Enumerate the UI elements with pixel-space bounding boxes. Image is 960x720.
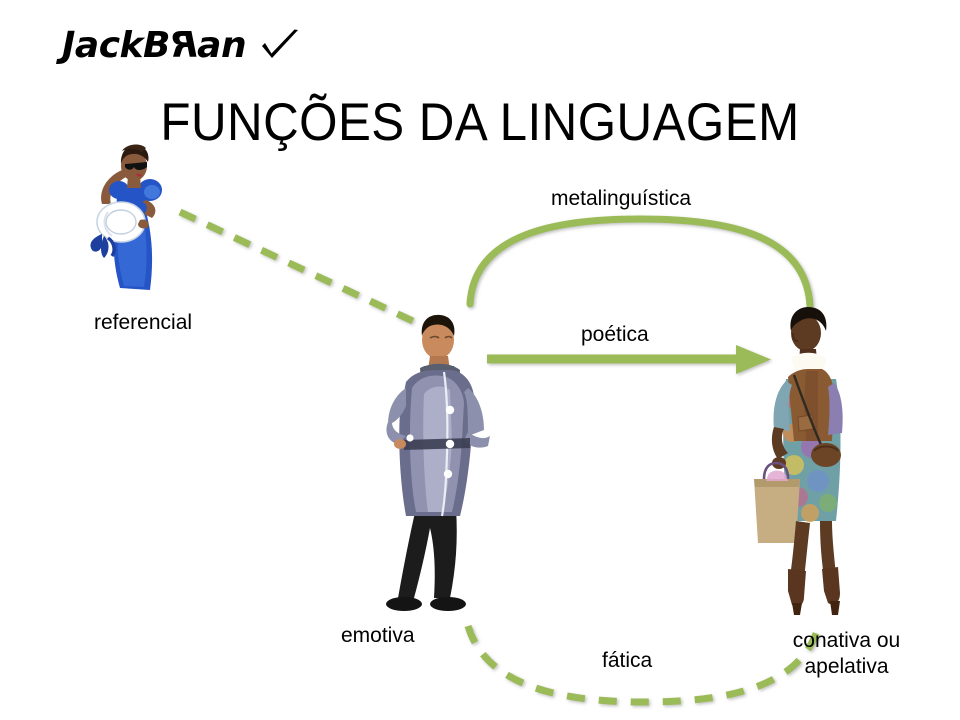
woman-in-blue-dress-icon	[90, 144, 162, 290]
label-metalinguistica: metalinguística	[551, 187, 692, 210]
logo-text: JackBRan	[62, 25, 247, 66]
label-fatica: fática	[602, 649, 653, 672]
label-conativa-line2: apelativa	[804, 654, 889, 678]
label-poetica: poética	[581, 323, 649, 346]
label-referencial: referencial	[94, 311, 193, 334]
jackbran-logo: JackBRan	[62, 25, 300, 66]
woman-with-shopping-bag-icon	[754, 307, 843, 615]
poetica-arrow	[487, 345, 771, 374]
label-conativa-line1: conativa ou	[792, 629, 901, 652]
check-icon	[262, 29, 299, 58]
figure-conativa	[748, 305, 878, 625]
page-title: FUNÇÕES DA LINGUAGEM	[160, 93, 800, 152]
metalinguistica-arc	[466, 215, 814, 310]
man-in-long-coat-icon	[386, 314, 490, 611]
figure-emotiva	[372, 312, 502, 624]
label-emotiva: emotiva	[341, 624, 415, 647]
figure-referencial	[78, 142, 198, 292]
